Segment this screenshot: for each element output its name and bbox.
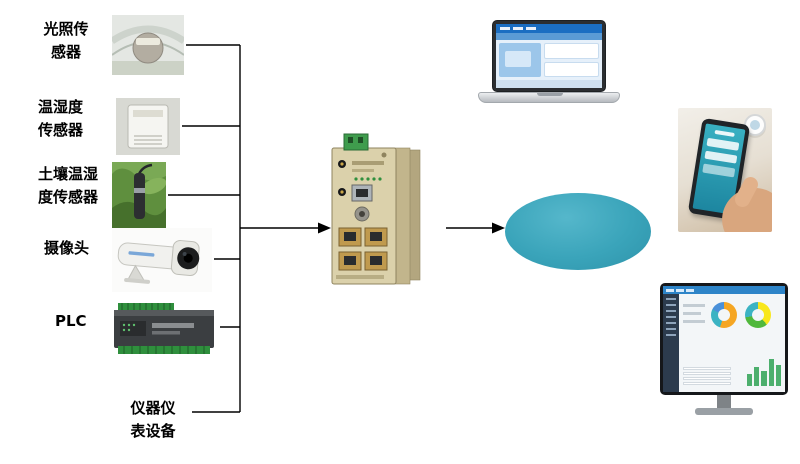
cloud-shape [505,193,651,270]
monitor-dashboard-sidebar [663,294,679,392]
laptop-dashboard-cards [544,43,599,77]
donut-chart-1 [711,302,737,328]
laptop-dashboard [496,24,602,88]
gateway-device-image [331,133,421,285]
laptop-dashboard-hero-panel [499,43,541,77]
laptop [478,20,620,106]
laptop-screen [492,20,606,92]
desktop-monitor [660,283,788,423]
label-plc: PLC [55,312,87,330]
light-sensor-image [112,15,184,75]
label-temp-humidity-sensor: 温湿度 传感器 [38,98,84,140]
soil-sensor-image [112,162,166,228]
donut-chart-2 [745,302,771,328]
laptop-base [478,92,620,103]
monitor-dashboard-content [679,294,785,392]
label-soil-sensor: 土壤温湿 度传感器 [38,165,99,207]
monitor-bezel [660,283,788,395]
temp-humidity-sensor-image [116,98,180,155]
arrow-to-cloud-head-icon [492,222,505,234]
laptop-dashboard-subheader [496,33,602,40]
label-instrument-devices: 仪器仪 表设备 [130,399,176,441]
label-camera: 摄像头 [44,239,90,257]
gateway-terminal-block [343,133,369,151]
monitor-stand-base [695,408,753,415]
data-table [683,367,731,387]
gateway-ethernet-ports [338,227,388,271]
monitor-stand-neck [717,395,731,408]
arrow-to-gateway-head-icon [318,222,331,234]
laptop-dashboard-footer [496,80,602,88]
coffee-cup [744,114,766,136]
laptop-dashboard-header [496,24,602,33]
monitor-dashboard [663,286,785,392]
camera-image [112,228,212,292]
monitor-dashboard-header [663,286,785,294]
plc-image [112,297,218,358]
bar-chart [747,356,782,386]
label-light-sensor: 光照传 感器 [43,20,89,62]
phone-photo [678,108,772,232]
